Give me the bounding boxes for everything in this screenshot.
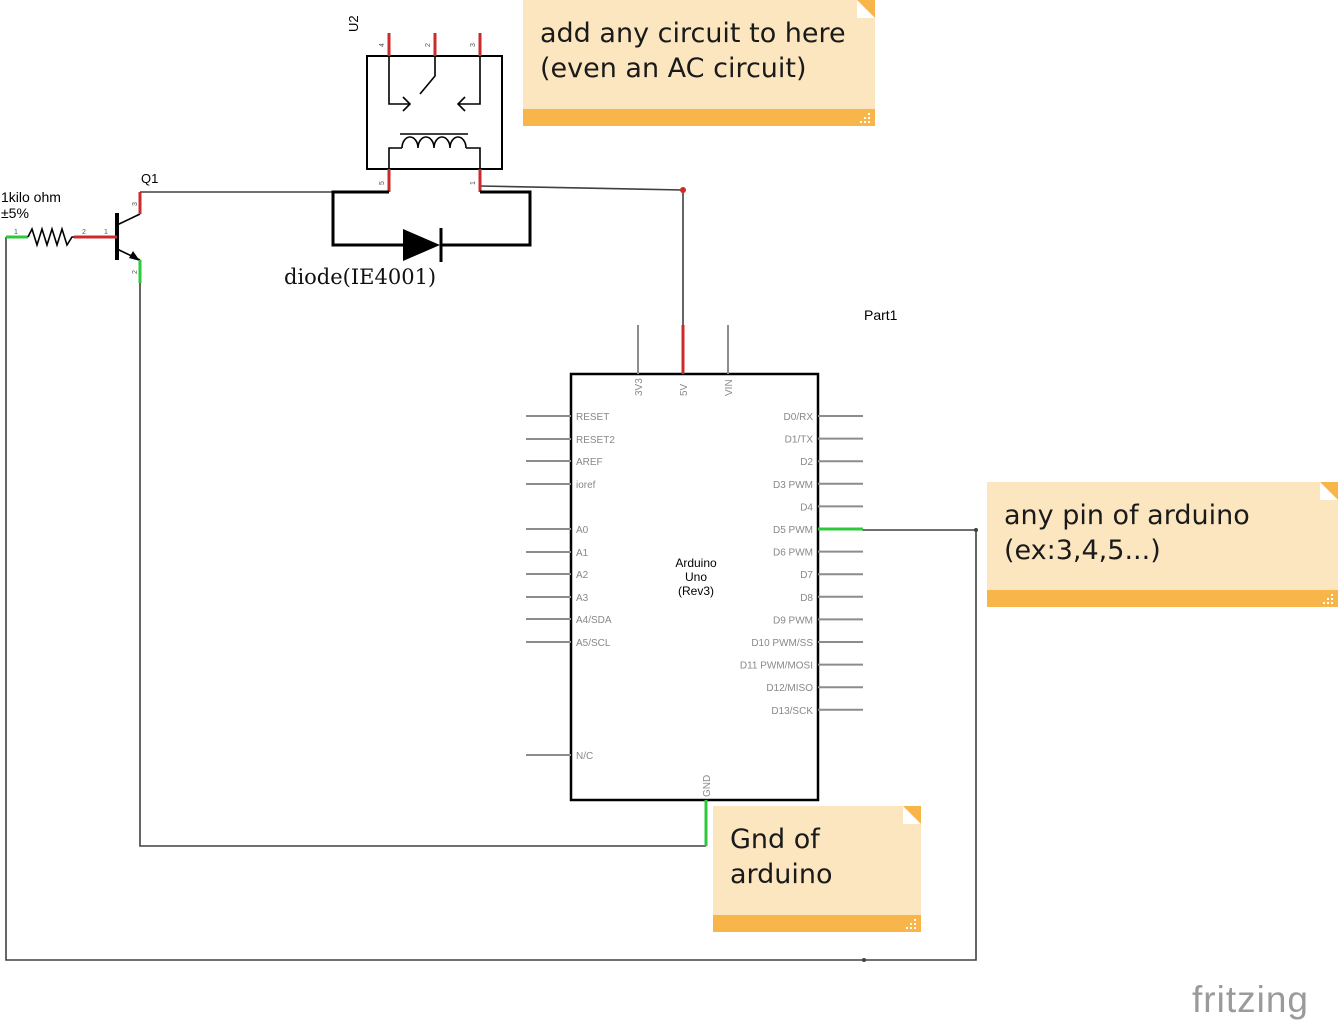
note-relay-text: add any circuit to here (even an AC circ… bbox=[540, 18, 846, 84]
arduino-pin-label-d1-tx: D1/TX bbox=[785, 435, 814, 446]
arduino-pin-label-d2: D2 bbox=[800, 457, 813, 468]
resistor-value: 1kilo ohm bbox=[1, 189, 61, 205]
diode-triangle bbox=[403, 229, 440, 261]
arduino-part-label: Part1 bbox=[864, 307, 898, 323]
arduino-body bbox=[569, 372, 820, 802]
relay-pin-label-2: 2 bbox=[425, 43, 432, 47]
arduino-pin-label-d6-pwm: D6 PWM bbox=[773, 548, 813, 559]
q1-ref: Q1 bbox=[141, 171, 158, 186]
note-gnd-bar bbox=[713, 915, 921, 932]
note-relay-bar bbox=[523, 109, 875, 126]
arduino-pin-label-d0-rx: D0/RX bbox=[784, 412, 814, 423]
diode[interactable]: diode(IE4001) bbox=[284, 190, 532, 289]
note-pin[interactable]: any pin of arduino (ex:3,4,5...) bbox=[987, 482, 1338, 607]
arduino-pin-label-n-c: N/C bbox=[576, 751, 593, 762]
transistor-base-label-1: 1 bbox=[104, 229, 108, 236]
relay-ref: U2 bbox=[346, 15, 361, 32]
arduino-pin-label-5v: 5V bbox=[679, 383, 690, 396]
arduino-pin-label-d5-pwm: D5 PWM bbox=[773, 525, 813, 536]
arduino-pin-label-gnd: GND bbox=[702, 775, 713, 797]
junction-bottom bbox=[862, 958, 866, 962]
junction-5v bbox=[680, 187, 686, 193]
wire-relay-to-5v[interactable] bbox=[479, 185, 684, 325]
arduino-pin-label-d8: D8 bbox=[800, 593, 813, 604]
arduino-name-3: (Rev3) bbox=[678, 584, 714, 598]
diode-label: diode(IE4001) bbox=[284, 265, 436, 289]
note-gnd-text: Gnd of arduino bbox=[730, 824, 833, 890]
q1-pin-label-3: 3 bbox=[132, 202, 139, 206]
arduino-pin-label-a4-sda: A4/SDA bbox=[576, 615, 612, 626]
arduino-pin-label-a0: A0 bbox=[576, 525, 589, 536]
resistor-tolerance: ±5% bbox=[1, 205, 29, 221]
arduino-pin-label-d10-pwm-ss: D10 PWM/SS bbox=[751, 638, 813, 649]
relay-pin-label-5: 5 bbox=[379, 181, 386, 185]
resistor[interactable]: 1kilo ohm ±5% 1 2 1 bbox=[1, 189, 108, 248]
resize-grip-icon[interactable] bbox=[905, 918, 917, 930]
arduino-pin-label-d3-pwm: D3 PWM bbox=[773, 480, 813, 491]
arduino-pin-label-reset: RESET bbox=[576, 412, 609, 423]
arduino-pin-label-3v3: 3V3 bbox=[634, 378, 645, 396]
relay-pin-label-1: 1 bbox=[470, 181, 477, 185]
arduino-name-2: Uno bbox=[685, 570, 707, 584]
transistor-q1[interactable]: Q1 3 2 bbox=[74, 171, 158, 283]
relay-u2[interactable]: 4 2 3 5 1 U2 bbox=[346, 15, 503, 192]
resistor-zigzag bbox=[27, 226, 74, 248]
resistor-pin-label-2: 2 bbox=[82, 229, 86, 236]
resize-grip-icon[interactable] bbox=[1322, 593, 1334, 605]
arduino-pin-label-a2: A2 bbox=[576, 570, 589, 581]
arduino-pin-label-ioref: ioref bbox=[576, 480, 596, 491]
wire-emitter-to-gnd[interactable] bbox=[139, 283, 706, 847]
wire-resistor-to-d5[interactable] bbox=[5, 237, 977, 961]
note-relay[interactable]: add any circuit to here (even an AC circ… bbox=[523, 0, 875, 126]
arduino-pin-label-d12-miso: D12/MISO bbox=[766, 683, 813, 694]
note-gnd[interactable]: Gnd of arduino bbox=[713, 806, 921, 932]
junction-d5 bbox=[974, 528, 978, 532]
arduino-top-pins: 3V3 5V VIN bbox=[634, 325, 735, 396]
q1-pin-label-2: 2 bbox=[132, 270, 139, 274]
arduino-pin-label-d7: D7 bbox=[800, 570, 813, 581]
arduino-pin-label-reset2: RESET2 bbox=[576, 435, 615, 446]
resistor-pin-label-1: 1 bbox=[14, 229, 18, 236]
note-pin-bar bbox=[987, 590, 1338, 607]
arduino-pin-label-a3: A3 bbox=[576, 593, 589, 604]
arduino-pin-label-d4: D4 bbox=[800, 502, 813, 513]
note-pin-text: any pin of arduino (ex:3,4,5...) bbox=[1004, 500, 1250, 566]
arduino-pin-label-d9-pwm: D9 PWM bbox=[773, 615, 813, 626]
arduino-pin-label-a1: A1 bbox=[576, 548, 589, 559]
arduino-pin-label-a5-scl: A5/SCL bbox=[576, 638, 611, 649]
arduino-pin-label-aref: AREF bbox=[576, 457, 603, 468]
resize-grip-icon[interactable] bbox=[859, 112, 871, 124]
relay-pin-label-4: 4 bbox=[379, 43, 386, 47]
arduino-name-1: Arduino bbox=[675, 556, 717, 570]
arduino-pin-label-d11-pwm-mosi: D11 PWM/MOSI bbox=[740, 661, 813, 672]
arduino-pin-label-d13-sck: D13/SCK bbox=[771, 706, 813, 717]
relay-pin-label-3: 3 bbox=[470, 43, 477, 47]
fritzing-logo: fritzing bbox=[1192, 979, 1309, 1020]
arduino-pin-label-vin: VIN bbox=[724, 379, 735, 396]
